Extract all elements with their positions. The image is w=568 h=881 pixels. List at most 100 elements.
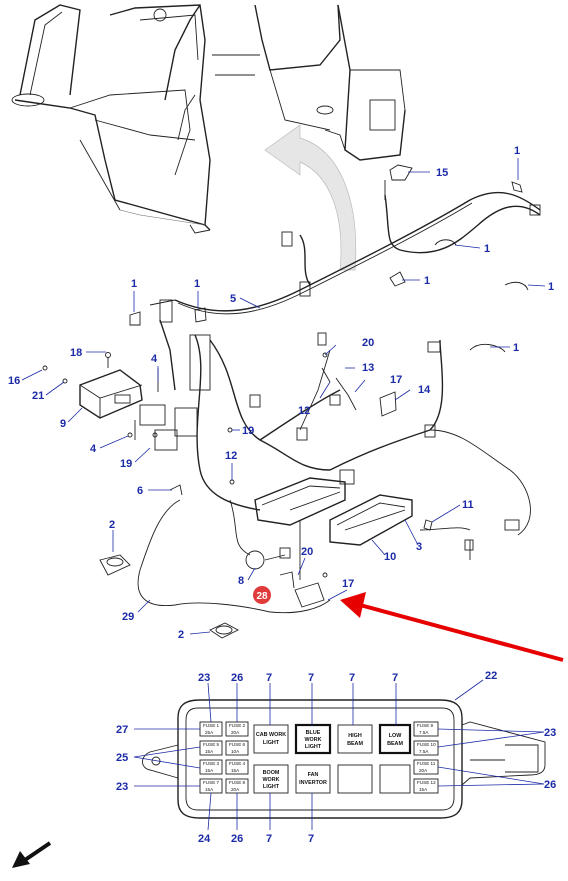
fuse-4-label: FUSE 4 bbox=[229, 761, 246, 766]
callout-10: 10 bbox=[384, 551, 396, 563]
fuse-10-amp: 7.5A bbox=[419, 749, 429, 754]
callout-7: 7 bbox=[392, 672, 398, 684]
callout-1: 1 bbox=[513, 342, 519, 354]
fuse-left-group: FUSE 1 25A FUSE 2 20A FUSE 5 15A FUSE 6 … bbox=[199, 721, 249, 794]
relay-low-beam-line2: BEAM bbox=[387, 741, 403, 747]
relay-high-beam-line1: HIGH bbox=[348, 733, 362, 739]
badge-28-label: 28 bbox=[256, 591, 268, 602]
callout-7: 7 bbox=[308, 672, 314, 684]
callout-11: 11 bbox=[462, 499, 474, 511]
callout-27: 27 bbox=[116, 724, 128, 736]
fuse-12-amp: 15A bbox=[419, 787, 428, 792]
callout-12: 12 bbox=[298, 405, 310, 417]
callout-12: 12 bbox=[225, 450, 237, 462]
light-assemblies bbox=[254, 477, 413, 546]
fuse-11-amp: 20A bbox=[419, 768, 428, 773]
callout-17: 17 bbox=[342, 578, 354, 590]
fuse-2-label: FUSE 2 bbox=[229, 723, 246, 728]
fuse-right-group: FUSE 9 7.5A FUSE 10 7.5A FUSE 11 20A FUS… bbox=[413, 721, 439, 794]
callout-1: 1 bbox=[424, 275, 430, 287]
wiring-harness bbox=[137, 180, 541, 614]
callout-1: 1 bbox=[484, 243, 490, 255]
callout-23: 23 bbox=[544, 727, 556, 739]
route-arrow bbox=[264, 124, 357, 271]
fuse-7-label: FUSE 7 bbox=[203, 780, 220, 785]
fuse-4-amp: 15A bbox=[231, 768, 240, 773]
callout-13: 13 bbox=[362, 362, 374, 374]
callout-1: 1 bbox=[548, 281, 554, 293]
callout-24: 24 bbox=[198, 833, 211, 845]
relay-bottom-row: BOOM WORK LIGHT FAN INVERTOR bbox=[253, 764, 411, 794]
callout-19: 19 bbox=[120, 458, 132, 470]
fuse-1-label: FUSE 1 bbox=[203, 723, 220, 728]
relay-boom-work-light-line3: LIGHT bbox=[263, 784, 280, 790]
fuse-6-label: FUSE 6 bbox=[229, 742, 246, 747]
callout-26: 26 bbox=[231, 833, 243, 845]
callout-7: 7 bbox=[308, 833, 314, 845]
relay-boom-work-light-line1: BOOM bbox=[263, 770, 280, 776]
fuse-12-label: FUSE 12 bbox=[417, 780, 436, 785]
callout-16: 16 bbox=[8, 375, 20, 387]
callout-3: 3 bbox=[416, 541, 422, 553]
fuse-2-amp: 20A bbox=[231, 730, 240, 735]
fuse-3-label: FUSE 3 bbox=[203, 761, 220, 766]
direction-arrow-icon bbox=[12, 841, 52, 868]
callout-23: 23 bbox=[198, 672, 210, 684]
relay-boom-work-light-line2: WORK bbox=[262, 777, 279, 783]
relay-blue-work-light-line1: BLUE bbox=[306, 730, 321, 736]
fuse-box-leaders bbox=[133, 679, 545, 831]
relay-top-row: CAB WORK LIGHT BLUE WORK LIGHT HIGH BEAM… bbox=[253, 723, 412, 755]
callout-7: 7 bbox=[349, 672, 355, 684]
fuse-11-label: FUSE 11 bbox=[417, 761, 436, 766]
callout-20: 20 bbox=[301, 546, 313, 558]
fuse-1-amp: 25A bbox=[205, 730, 214, 735]
callout-18: 18 bbox=[70, 347, 82, 359]
highlight-badge: 28 bbox=[253, 586, 271, 604]
fuse-10-label: FUSE 10 bbox=[417, 742, 436, 747]
callout-14: 14 bbox=[418, 384, 431, 396]
callout-29: 29 bbox=[122, 611, 134, 623]
control-module bbox=[79, 369, 143, 419]
fuse-3-amp: 15A bbox=[205, 768, 214, 773]
fuse-box: FUSE 1 25A FUSE 2 20A FUSE 5 15A FUSE 6 … bbox=[116, 670, 556, 845]
callout-7: 7 bbox=[266, 833, 272, 845]
callout-8: 8 bbox=[238, 575, 244, 587]
callout-15: 15 bbox=[436, 167, 448, 179]
callout-leaders bbox=[21, 158, 546, 635]
callout-9: 9 bbox=[60, 418, 66, 430]
fuse-9-amp: 7.5A bbox=[419, 730, 429, 735]
callout-26: 26 bbox=[231, 672, 243, 684]
fuse-5-label: FUSE 5 bbox=[203, 742, 220, 747]
relay-cab-work-light-line1: CAB WORK bbox=[256, 732, 286, 738]
callout-4: 4 bbox=[151, 353, 158, 365]
callout-22: 22 bbox=[485, 670, 497, 682]
callout-1: 1 bbox=[131, 278, 137, 290]
fuse-box-callouts: 23 26 7 7 7 7 22 27 25 23 23 26 24 26 7 … bbox=[116, 670, 556, 845]
callout-numbers: 15 1 1 1 1 1 1 1 5 20 13 17 14 12 18 4 1… bbox=[8, 145, 554, 641]
callout-2: 2 bbox=[109, 519, 115, 531]
fuse-6-amp: 10A bbox=[231, 749, 240, 754]
callout-2: 2 bbox=[178, 629, 184, 641]
callout-17: 17 bbox=[390, 374, 402, 386]
callout-20: 20 bbox=[362, 337, 374, 349]
callout-26: 26 bbox=[544, 779, 556, 791]
callout-5: 5 bbox=[230, 293, 236, 305]
relay-blue-work-light-line3: LIGHT bbox=[305, 744, 322, 750]
highlight-pointer bbox=[340, 592, 564, 662]
relay-cab-work-light-line2: LIGHT bbox=[263, 740, 280, 746]
fuse-8-amp: 20A bbox=[231, 787, 240, 792]
fuse-5-amp: 15A bbox=[205, 749, 214, 754]
relay-high-beam-line2: BEAM bbox=[347, 741, 363, 747]
fuse-8-label: FUSE 8 bbox=[229, 780, 246, 785]
small-parts bbox=[42, 164, 529, 639]
fuse-9-label: FUSE 9 bbox=[417, 723, 434, 728]
fuse-7-amp: 15A bbox=[205, 787, 214, 792]
callout-21: 21 bbox=[32, 390, 44, 402]
cab-frame bbox=[11, 4, 406, 234]
relay-low-beam-line1: LOW bbox=[389, 733, 402, 739]
callout-19: 19 bbox=[242, 425, 254, 437]
callout-25: 25 bbox=[116, 752, 128, 764]
callout-23: 23 bbox=[116, 781, 128, 793]
